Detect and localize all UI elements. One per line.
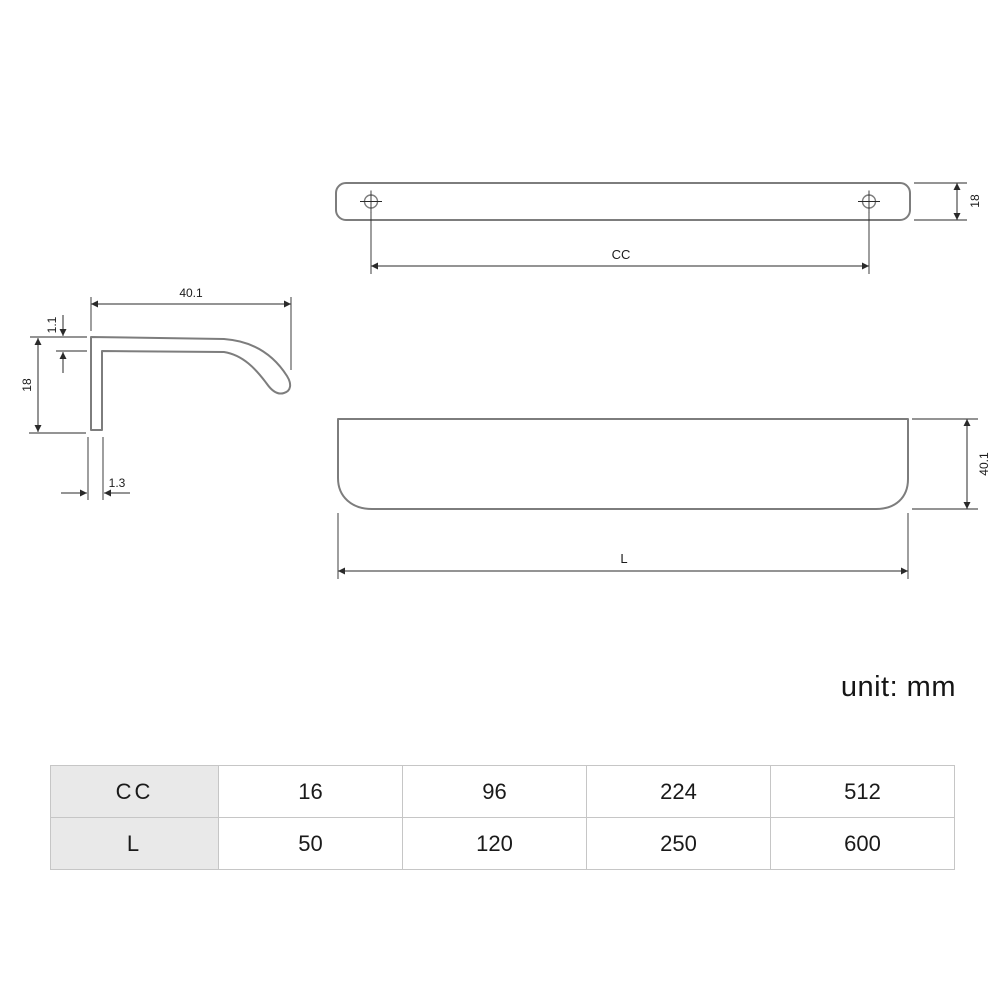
- front-view-outline: [337, 418, 909, 510]
- table-cell: 120: [403, 818, 587, 870]
- profile-lip-dimension: 1.1: [30, 315, 87, 373]
- screw-hole-right: [858, 190, 880, 213]
- table-header-l: L: [51, 818, 219, 870]
- top-view-height-label: 18: [968, 194, 982, 208]
- table-cell: 16: [219, 766, 403, 818]
- profile-view: 40.1 1.1 18 1.3: [20, 286, 292, 500]
- table-header-cc: CC: [51, 766, 219, 818]
- table-cell: 250: [587, 818, 771, 870]
- cc-dimension-label: CC: [612, 247, 631, 262]
- front-view: 40.1 L: [337, 418, 991, 579]
- table-cell: 512: [771, 766, 955, 818]
- screw-hole-left: [360, 190, 382, 213]
- front-height-label: 40.1: [977, 452, 991, 476]
- table-cell: 224: [587, 766, 771, 818]
- profile-thickness-label: 1.3: [109, 476, 126, 490]
- table-cell: 600: [771, 818, 955, 870]
- spec-table: CC 16 96 224 512 L 50 120 250 600: [50, 765, 955, 870]
- profile-width-label: 40.1: [179, 286, 203, 300]
- cc-dimension: CC: [370, 212, 870, 274]
- profile-thickness-dimension: 1.3: [61, 437, 130, 500]
- length-dimension: L: [337, 513, 909, 579]
- unit-label: unit: mm: [840, 671, 956, 703]
- profile-height-label: 18: [20, 378, 34, 392]
- profile-width-dimension: 40.1: [90, 286, 292, 370]
- front-height-dimension: 40.1: [912, 418, 991, 510]
- length-dimension-label: L: [620, 551, 627, 566]
- profile-lip-label: 1.1: [45, 316, 59, 333]
- table-cell: 96: [403, 766, 587, 818]
- profile-outline: [90, 336, 292, 431]
- profile-height-dimension: 18: [20, 338, 86, 434]
- top-view-height-dimension: 18: [914, 182, 982, 221]
- technical-drawing: 18 CC 40.1: [20, 182, 991, 579]
- top-view-outline: [335, 182, 911, 221]
- top-view: 18 CC: [335, 182, 982, 274]
- table-cell: 50: [219, 818, 403, 870]
